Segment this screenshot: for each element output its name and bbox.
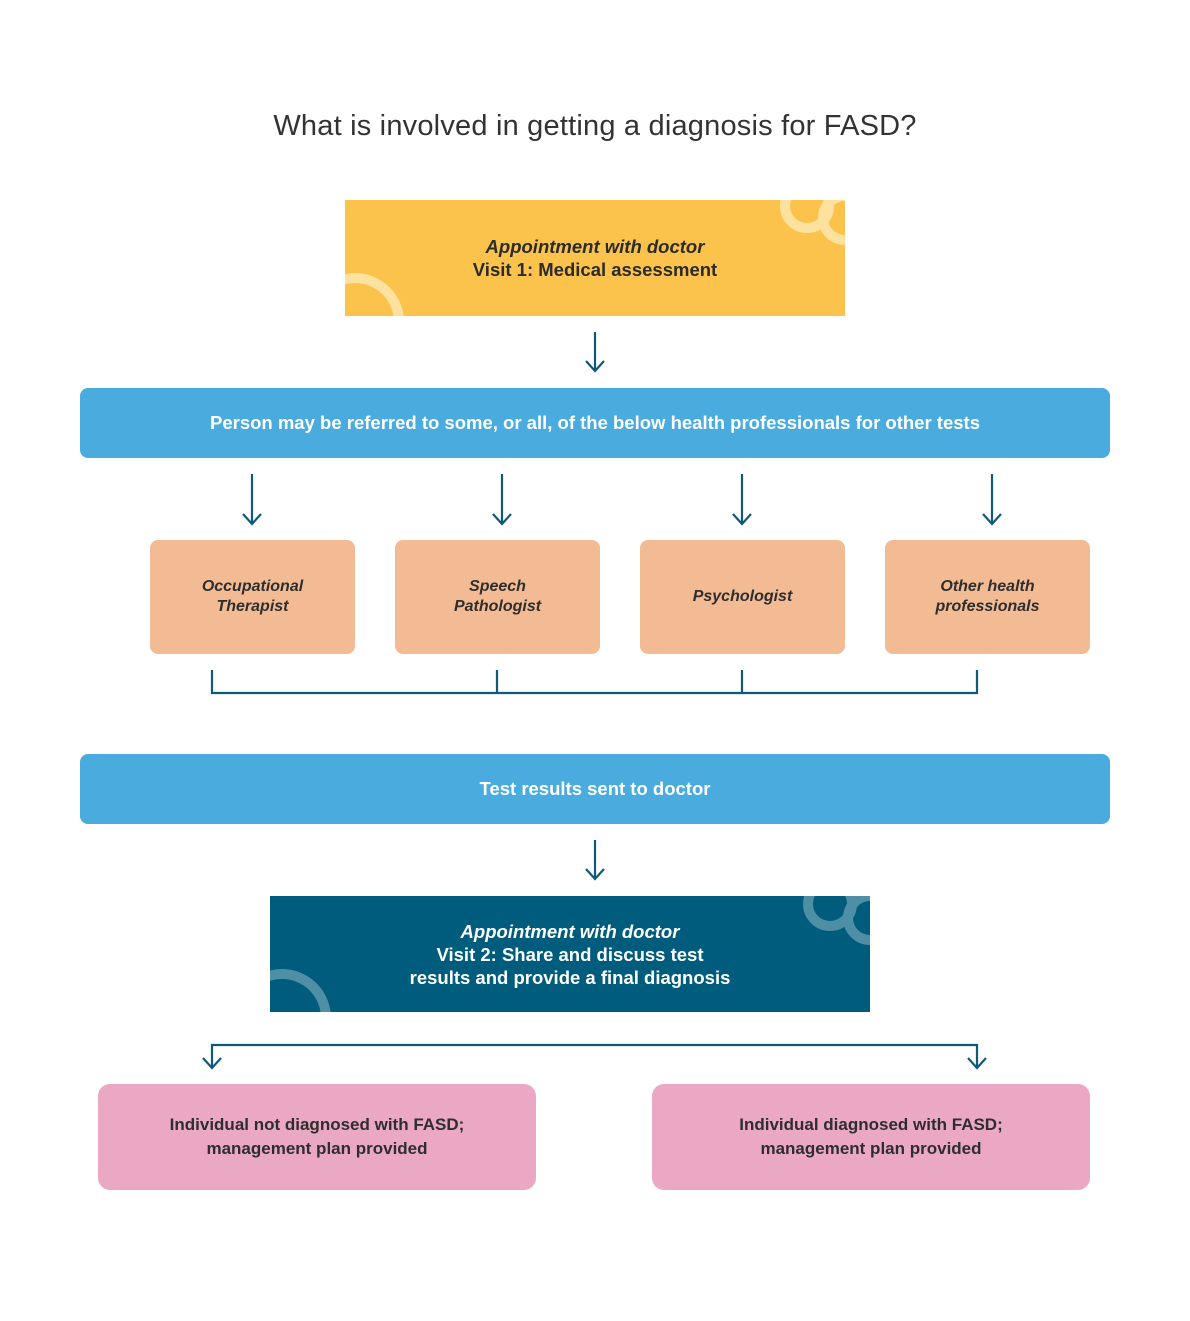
arrow-to-occupational-therapist — [242, 474, 262, 526]
arrow-to-other-professionals — [982, 474, 1002, 526]
outcome-not-diagnosed-box: Individual not diagnosed with FASD; mana… — [98, 1084, 536, 1190]
outcome-not-diagnosed-line2: management plan provided — [206, 1139, 428, 1158]
visit1-box: Appointment with doctor Visit 1: Medical… — [345, 200, 845, 316]
outcome-diagnosed-line2: management plan provided — [760, 1139, 982, 1158]
outcome-not-diagnosed-line1: Individual not diagnosed with FASD; — [169, 1115, 465, 1134]
arrow-to-diagnosed — [967, 1057, 987, 1070]
outcome-split-line — [210, 1043, 979, 1067]
arrow-results-to-visit2 — [585, 840, 605, 881]
occupational-therapist-box: Occupational Therapist — [150, 540, 355, 654]
visit1-heading: Appointment with doctor — [485, 236, 705, 257]
visit2-box: Appointment with doctor Visit 2: Share a… — [270, 896, 870, 1012]
psychologist-box: Psychologist — [640, 540, 845, 654]
arrow-to-psychologist — [732, 474, 752, 526]
other-professionals-box: Other health professionals — [885, 540, 1090, 654]
results-band: Test results sent to doctor — [80, 754, 1110, 824]
visit1-subtitle: Visit 1: Medical assessment — [472, 259, 718, 280]
arrow-visit1-to-referral — [585, 332, 605, 373]
referral-band: Person may be referred to some, or all, … — [80, 388, 1110, 458]
speech-pathologist-box: Speech Pathologist — [395, 540, 600, 654]
diagram-title: What is involved in getting a diagnosis … — [273, 110, 917, 142]
visit2-line1: Visit 2: Share and discuss test — [436, 943, 704, 965]
visit2-heading: Appointment with doctor — [460, 920, 680, 942]
arrow-to-not-diagnosed — [202, 1057, 222, 1070]
outcome-diagnosed-line1: Individual diagnosed with FASD; — [739, 1115, 1003, 1134]
visit2-line2: results and provide a final diagnosis — [409, 966, 731, 988]
outcome-diagnosed-box: Individual diagnosed with FASD; manageme… — [652, 1084, 1090, 1190]
arrow-to-speech-pathologist — [492, 474, 512, 526]
professionals-bracket — [210, 670, 979, 695]
